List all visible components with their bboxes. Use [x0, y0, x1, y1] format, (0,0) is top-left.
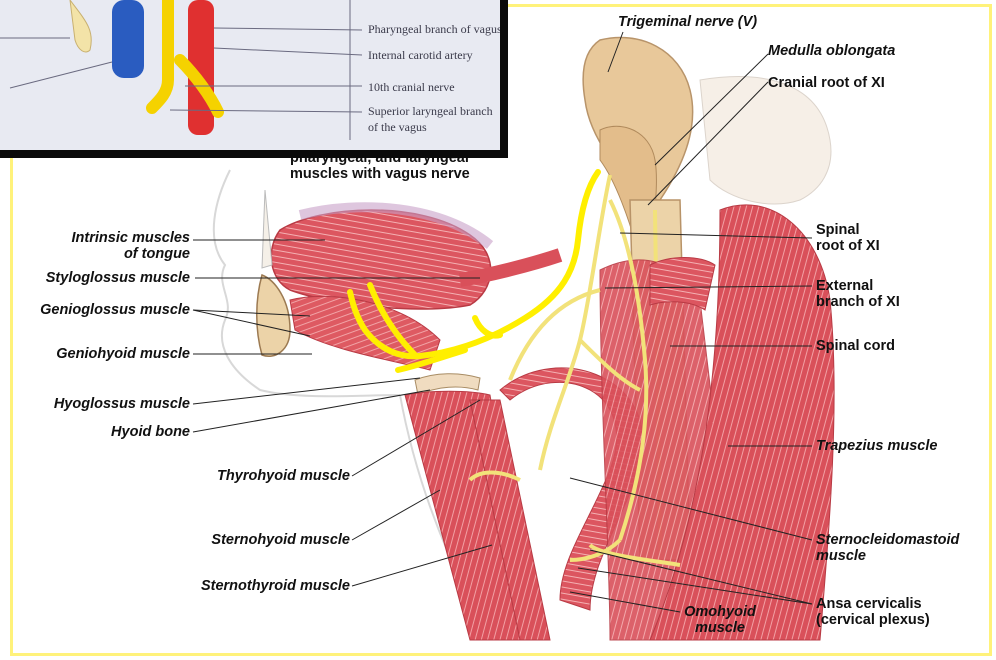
label-hyoglossus: Hyoglossus muscle — [10, 396, 190, 412]
label-sternothyroid: Sternothyroid muscle — [150, 578, 350, 594]
label-geniohyoid: Geniohyoid muscle — [10, 346, 190, 362]
inset-label-internal-carotid: Internal carotid artery — [368, 48, 473, 62]
label-medulla-oblongata: Medulla oblongata — [768, 43, 895, 59]
label-sternocleidomastoid: Sternocleidomastoid muscle — [816, 532, 959, 564]
label-sternocleidomastoid-line2: muscle — [816, 548, 959, 564]
label-spinal-root-line2: root of XI — [816, 238, 880, 254]
label-thyrohyoid: Thyrohyoid muscle — [170, 468, 350, 484]
inset-label-superior-laryngeal-2: of the vagus — [368, 120, 427, 134]
label-omohyoid: Omohyoid muscle — [670, 604, 770, 636]
inset-label-pharyngeal-branch: Pharyngeal branch of vagus — [368, 22, 500, 36]
label-spinal-cord: Spinal cord — [816, 338, 895, 354]
label-genioglossus: Genioglossus muscle — [10, 302, 190, 318]
label-intrinsic-muscles: Intrinsic muscles of tongue — [30, 230, 190, 262]
label-intrinsic-muscles-line1: Intrinsic muscles — [30, 230, 190, 246]
partial-caption-line2: muscles with vagus nerve — [290, 166, 470, 182]
inset-label-superior-laryngeal-1: Superior laryngeal branch — [368, 104, 493, 118]
label-spinal-root-line1: Spinal — [816, 222, 880, 238]
label-ansa-cervicalis-line2: (cervical plexus) — [816, 612, 930, 628]
label-spinal-root-xi: Spinal root of XI — [816, 222, 880, 254]
inset-label-tenth-cranial-nerve: 10th cranial nerve — [368, 80, 455, 94]
inset-paper: Pharyngeal branch of vagus Internal caro… — [0, 0, 500, 150]
label-styloglossus: Styloglossus muscle — [10, 270, 190, 286]
label-external-branch-xi: External branch of XI — [816, 278, 900, 310]
label-external-branch-line1: External — [816, 278, 900, 294]
label-ansa-cervicalis-line1: Ansa cervicalis — [816, 596, 930, 612]
label-omohyoid-line1: Omohyoid — [670, 604, 770, 620]
label-ansa-cervicalis: Ansa cervicalis (cervical plexus) — [816, 596, 930, 628]
label-omohyoid-line2: muscle — [670, 620, 770, 636]
label-cranial-root-xi: Cranial root of XI — [768, 75, 885, 91]
label-intrinsic-muscles-line2: of tongue — [30, 246, 190, 262]
label-hyoid-bone: Hyoid bone — [10, 424, 190, 440]
label-sternohyoid: Sternohyoid muscle — [170, 532, 350, 548]
label-trapezius: Trapezius muscle — [816, 438, 937, 454]
inset-photo: Pharyngeal branch of vagus Internal caro… — [0, 0, 508, 158]
label-external-branch-line2: branch of XI — [816, 294, 900, 310]
label-sternocleidomastoid-line1: Sternocleidomastoid — [816, 532, 959, 548]
label-trigeminal-nerve: Trigeminal nerve (V) — [618, 14, 757, 30]
